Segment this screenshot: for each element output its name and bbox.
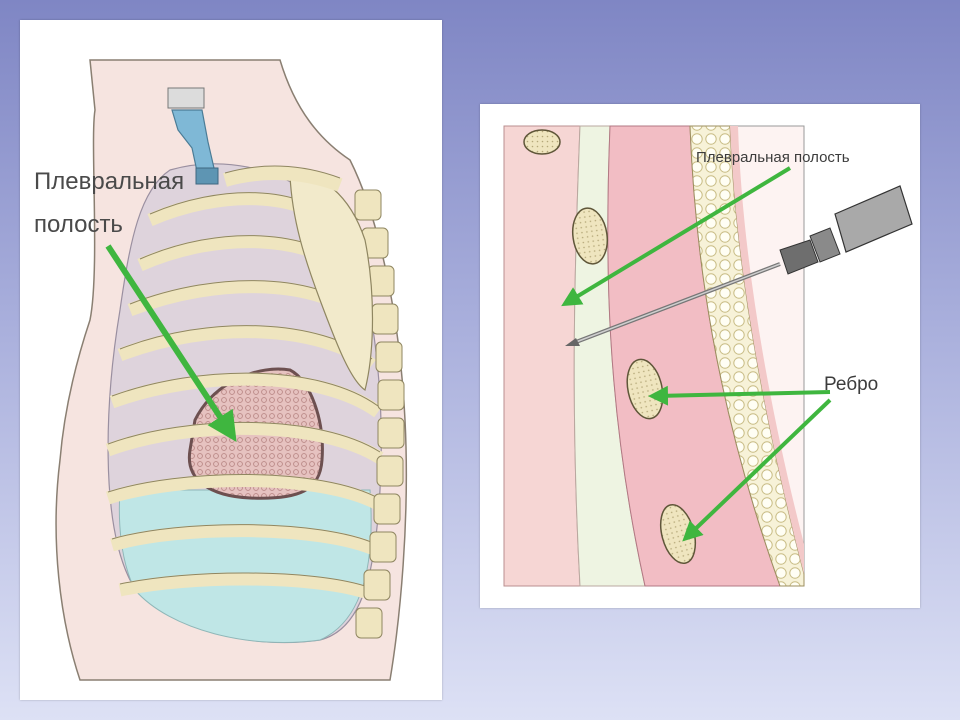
- tracheal-tube: [167, 87, 219, 185]
- syringe-barrel: [834, 185, 913, 253]
- needle-hub: [779, 239, 819, 275]
- needle: [565, 185, 913, 346]
- rib-arrow-lower: [682, 398, 832, 542]
- pleural-cavity-arrow: [561, 166, 792, 307]
- clavicle: [223, 166, 343, 192]
- scapula: [289, 173, 374, 391]
- chest-wall-section-panel: Плевральная полость Ребро: [480, 104, 920, 608]
- pleural-cavity-label: Плевральная полость: [696, 149, 850, 166]
- chest-drawing: [55, 59, 408, 681]
- chest-illustration-panel: Плевральная полость: [20, 20, 442, 700]
- chest-wall-drawing: [503, 125, 913, 587]
- pleural-cavity-label-line2: полость: [34, 211, 123, 238]
- rib-label: Ребро: [824, 374, 879, 395]
- pleural-cavity-arrow: [105, 244, 237, 443]
- rib-arrow-upper: [648, 385, 831, 406]
- pleural-cavity-label-line1: Плевральная: [34, 168, 185, 195]
- spine: [354, 189, 405, 639]
